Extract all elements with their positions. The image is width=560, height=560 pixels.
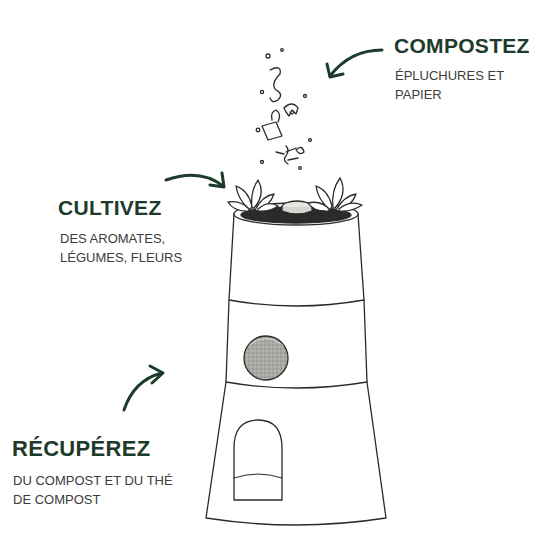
heading: RÉCUPÉREZ [12, 436, 150, 462]
arrow-head [210, 173, 224, 187]
pointer-arrows [124, 50, 382, 410]
tower [206, 49, 386, 525]
arrow-head [150, 366, 163, 383]
arrow-head [327, 64, 343, 77]
heading: COMPOSTEZ [394, 34, 530, 58]
description: DES AROMATES, LÉGUMES, FLEURS [60, 229, 205, 267]
heading: CULTIVEZ [58, 196, 162, 220]
pointer-arrow [330, 50, 382, 76]
description: DU COMPOST ET DU THÉ DE COMPOST [13, 471, 173, 509]
description: ÉPLUCHURES ET PAPIER [395, 66, 535, 104]
